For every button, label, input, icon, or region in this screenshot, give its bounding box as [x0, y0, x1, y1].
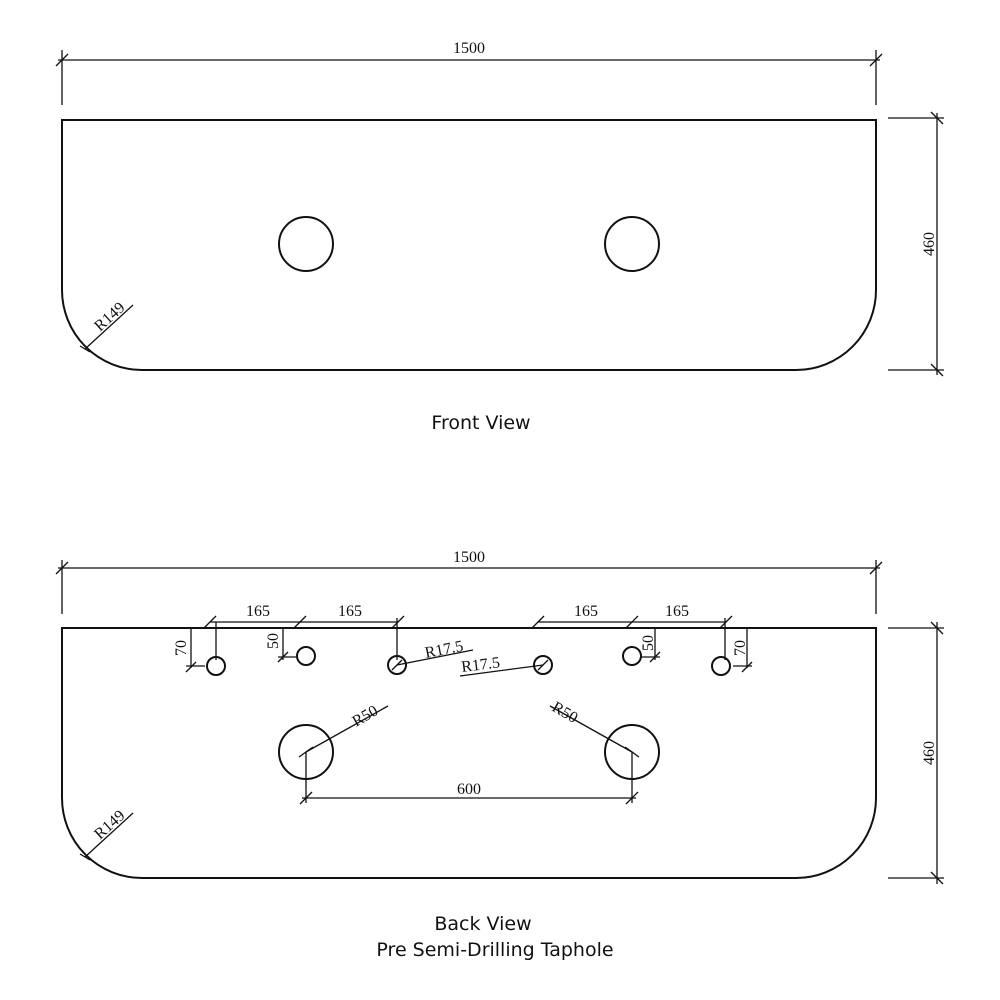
front-basin-outline [61, 119, 877, 371]
waste-radius-label-left: R50 [350, 702, 382, 730]
taphole-radius-label-left: R17.5 [424, 638, 465, 662]
offset-right-outer-label: 70 [732, 640, 749, 656]
taphole-4 [533, 655, 553, 675]
back-view: 1500 165 165 165 165 70 50 50 [55, 549, 944, 961]
back-radius-label: R149 [91, 807, 128, 843]
back-basin-outline [61, 627, 877, 879]
spacing-right-inner-label: 165 [574, 603, 598, 620]
spacing-left-outer-label: 165 [246, 603, 270, 620]
front-radius-leader [84, 304, 134, 350]
front-hole-right [604, 216, 660, 272]
spacing-right-outer-label: 165 [665, 603, 689, 620]
taphole-radius-label-right: R17.5 [460, 654, 500, 676]
front-radius-label: R149 [91, 299, 128, 335]
back-width-label: 1500 [453, 549, 485, 566]
back-view-subcaption: Pre Semi-Drilling Taphole [376, 939, 613, 961]
taphole-radius-leader-right [459, 664, 544, 677]
front-height-label: 460 [921, 232, 938, 256]
back-radius-leader [84, 812, 134, 858]
taphole-3 [387, 655, 407, 675]
waste-radius-label-right: R50 [549, 699, 581, 727]
taphole-5 [622, 646, 642, 666]
waste-radius-leader-right [549, 705, 633, 753]
front-view: 1500 R149 460 Front View [55, 40, 944, 434]
back-view-caption: Back View [434, 913, 531, 935]
front-view-caption: Front View [431, 412, 530, 434]
offset-left-inner-label: 50 [265, 633, 282, 649]
taphole-1 [206, 656, 226, 676]
waste-spacing-label: 600 [457, 781, 481, 798]
taphole-6 [711, 656, 731, 676]
offset-left-outer-label: 70 [173, 640, 190, 656]
taphole-2 [296, 646, 316, 666]
offset-right-inner-label: 50 [640, 635, 657, 651]
front-width-label: 1500 [453, 40, 485, 57]
back-height-label: 460 [921, 741, 938, 765]
front-hole-left [278, 216, 334, 272]
taphole-radius-leader-left [396, 649, 474, 666]
waste-radius-leader-left [305, 705, 389, 753]
spacing-left-inner-label: 165 [338, 603, 362, 620]
